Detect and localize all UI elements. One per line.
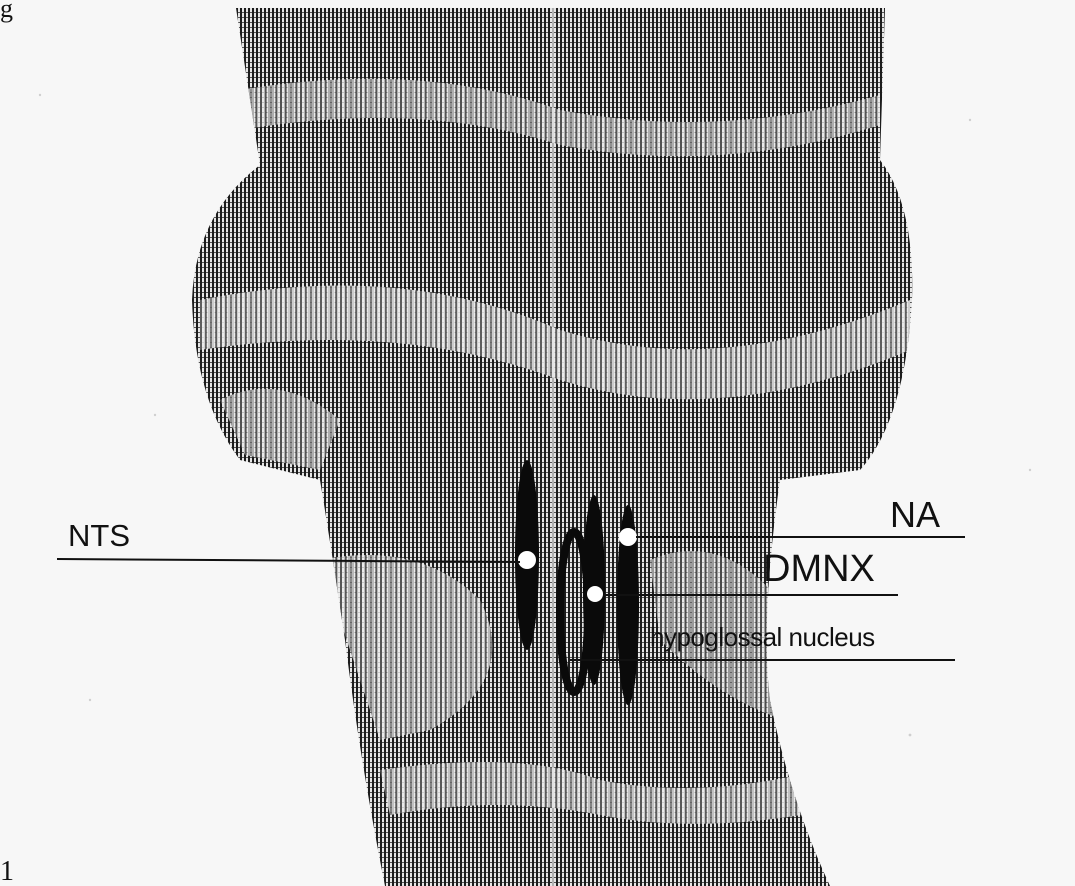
- nts-label: NTS: [68, 520, 130, 551]
- nts-marker: [518, 551, 536, 569]
- na-nucleus: [617, 505, 639, 705]
- figure-letter-fragment: g: [0, 0, 13, 22]
- hypoglossal-label: hypoglossal nucleus: [650, 624, 875, 650]
- na-label: NA: [890, 497, 940, 533]
- dmnx-marker: [587, 586, 603, 602]
- panel-number: 1: [0, 858, 14, 886]
- brainstem-silhouette: [192, 8, 912, 886]
- dmnx-label: DMNX: [763, 550, 875, 588]
- dmnx-nucleus: [583, 495, 605, 685]
- na-marker: [619, 528, 637, 546]
- nts-nucleus: [515, 460, 539, 650]
